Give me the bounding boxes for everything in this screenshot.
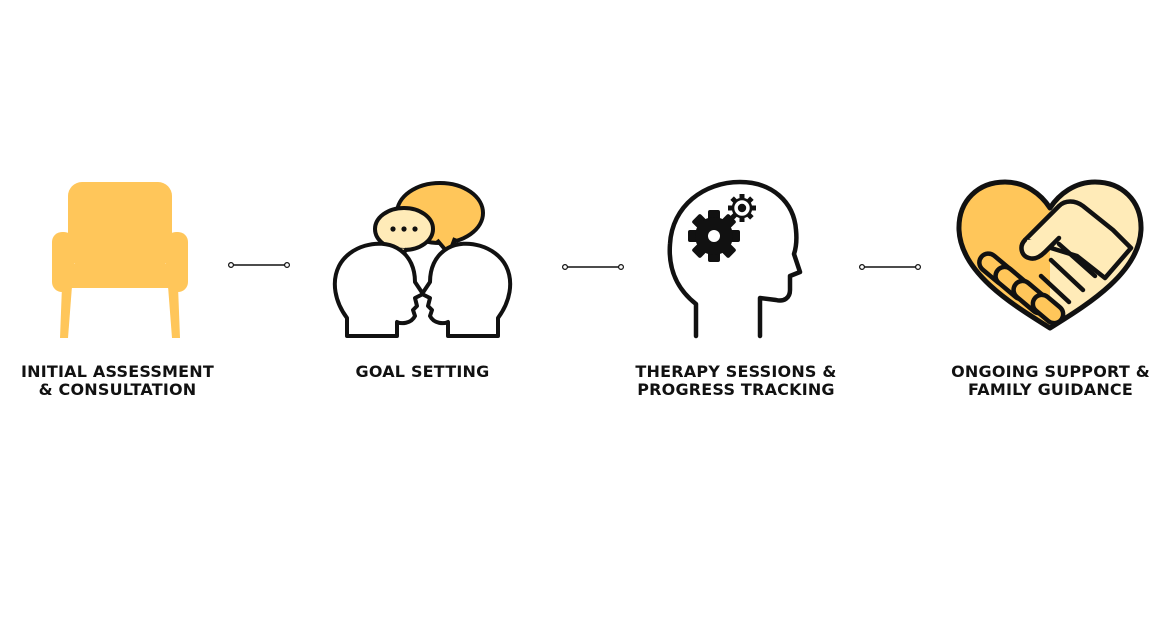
step-label-ongoing-support: ONGOING SUPPORT & FAMILY GUIDANCE [943, 363, 1158, 399]
step-label-line: PROGRESS TRACKING [637, 380, 835, 399]
connector-line [857, 257, 923, 271]
step-label-line: THERAPY SESSIONS & [635, 362, 837, 381]
step-label-initial-assessment: INITIAL ASSESSMENT & CONSULTATION [15, 363, 220, 399]
conversation-heads-icon [325, 178, 520, 343]
step-label-line: ONGOING SUPPORT & [951, 362, 1150, 381]
step-label-line: & CONSULTATION [38, 380, 197, 399]
connector-line [226, 255, 292, 269]
handshake-heart-icon [955, 178, 1145, 338]
head-with-gears-icon [664, 178, 809, 340]
step-label-line: GOAL SETTING [355, 362, 490, 381]
step-label-line: INITIAL ASSESSMENT [20, 362, 215, 381]
armchair-icon [50, 180, 190, 340]
connector-line [560, 257, 626, 271]
step-label-goal-setting: GOAL SETTING [330, 363, 515, 381]
step-label-line: FAMILY GUIDANCE [967, 380, 1133, 399]
step-label-therapy-sessions: THERAPY SESSIONS & PROGRESS TRACKING [626, 363, 846, 399]
